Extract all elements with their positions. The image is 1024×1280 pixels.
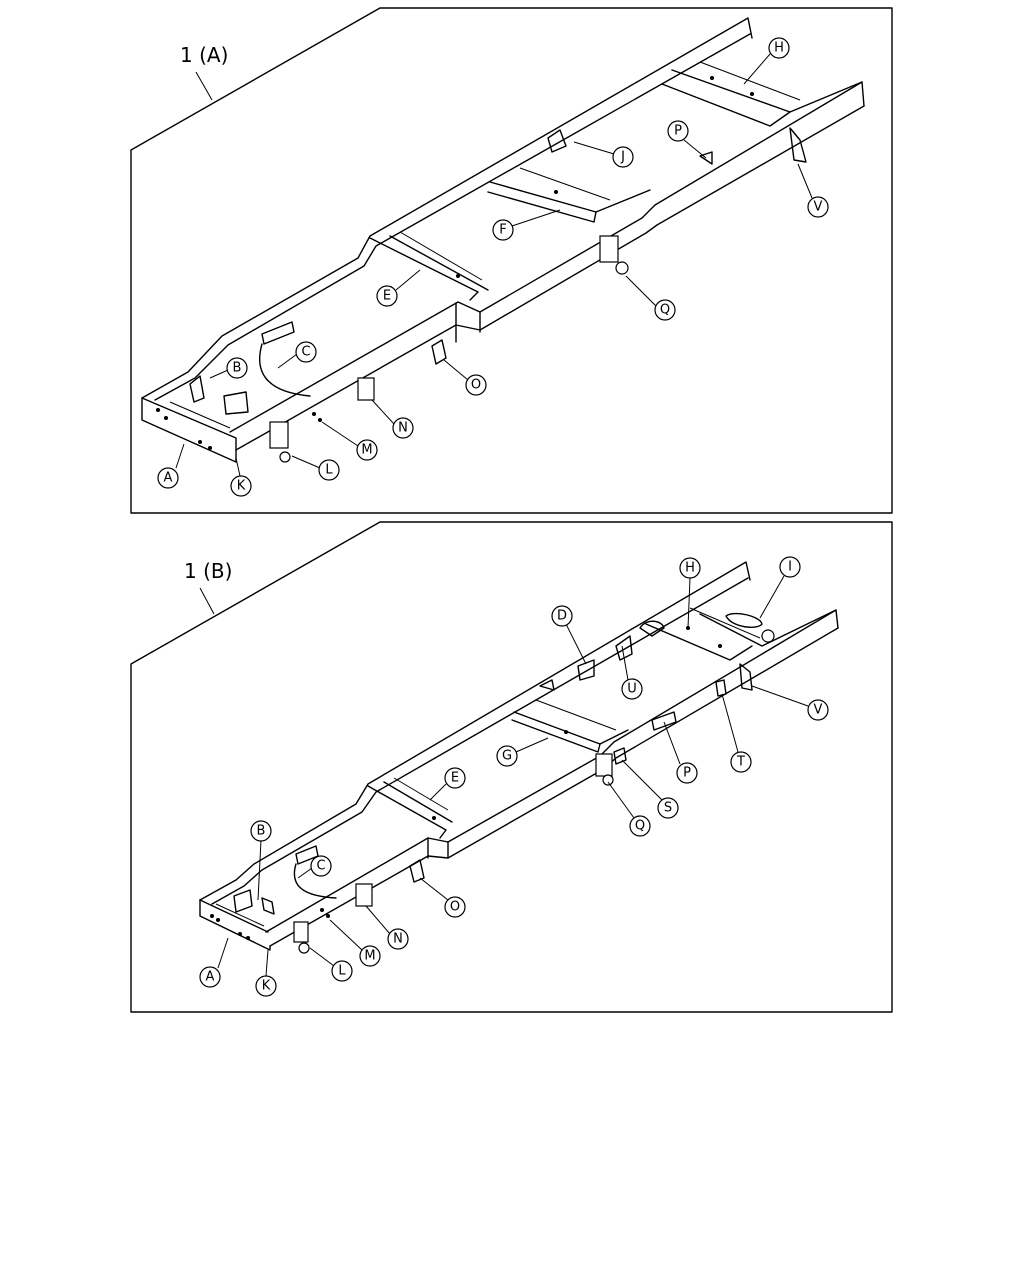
svg-text:C: C <box>316 859 325 874</box>
callout-b-C: C <box>310 855 332 877</box>
panel-a-title-leader <box>195 71 213 101</box>
panel-b: 1 (B) <box>130 521 893 1013</box>
svg-text:B: B <box>233 361 242 376</box>
svg-text:E: E <box>451 771 459 786</box>
callout-b-L: L <box>331 960 353 982</box>
svg-text:A: A <box>164 471 173 486</box>
svg-text:H: H <box>774 41 784 56</box>
svg-text:S: S <box>664 801 672 816</box>
callout-b-I: I <box>779 556 801 578</box>
callout-a-M: M <box>356 439 378 461</box>
svg-text:C: C <box>301 345 310 360</box>
svg-text:K: K <box>262 979 271 994</box>
callout-a-B: B <box>226 357 248 379</box>
svg-text:P: P <box>683 766 691 781</box>
svg-text:H: H <box>685 561 695 576</box>
callout-a-E: E <box>376 285 398 307</box>
panel-a-title: 1 (A) <box>180 43 228 67</box>
svg-text:E: E <box>383 289 391 304</box>
callout-a-P: P <box>667 120 689 142</box>
callout-a-F: F <box>492 219 514 241</box>
svg-text:N: N <box>393 932 403 947</box>
callout-a-N: N <box>392 417 414 439</box>
callout-b-K: K <box>255 975 277 997</box>
svg-text:L: L <box>338 964 346 979</box>
svg-text:V: V <box>814 703 823 718</box>
callout-b-V: V <box>807 699 829 721</box>
panel-b-title: 1 (B) <box>184 559 232 583</box>
callout-b-B: B <box>250 820 272 842</box>
panel-b-title-leader <box>199 587 215 615</box>
svg-text:M: M <box>364 949 375 964</box>
svg-text:O: O <box>450 900 460 915</box>
svg-text:U: U <box>627 682 637 697</box>
svg-text:N: N <box>398 421 408 436</box>
svg-text:M: M <box>361 443 372 458</box>
callout-a-C: C <box>295 341 317 363</box>
svg-text:I: I <box>788 560 792 575</box>
svg-text:K: K <box>237 479 246 494</box>
svg-text:P: P <box>674 124 682 139</box>
callout-b-S: S <box>657 797 679 819</box>
callout-a-K: K <box>230 475 252 497</box>
callout-b-E: E <box>444 767 466 789</box>
callout-b-Q: Q <box>629 815 651 837</box>
callout-b-M: M <box>359 945 381 967</box>
callout-a-A: A <box>157 467 179 489</box>
svg-text:Q: Q <box>660 303 670 318</box>
callout-b-U: U <box>621 678 643 700</box>
callout-b-N: N <box>387 928 409 950</box>
svg-text:B: B <box>257 824 266 839</box>
panel-b-border <box>130 521 893 1013</box>
callout-b-H: H <box>679 557 701 579</box>
callout-b-A: A <box>199 966 221 988</box>
callout-a-L: L <box>318 459 340 481</box>
svg-text:F: F <box>499 223 506 238</box>
frame-b <box>199 561 839 954</box>
svg-text:V: V <box>814 200 823 215</box>
svg-text:L: L <box>325 463 333 478</box>
callout-b-G: G <box>496 745 518 767</box>
callout-b-T: T <box>730 751 752 773</box>
callout-a-H: H <box>768 37 790 59</box>
panel-a: 1 (A) <box>130 7 893 514</box>
svg-text:J: J <box>620 150 625 165</box>
svg-text:A: A <box>206 970 215 985</box>
callout-a-J: J <box>612 146 634 168</box>
panel-b-callouts: A B C D E G H I K L M N O <box>199 556 829 997</box>
panel-a-border <box>130 7 893 514</box>
callout-b-D: D <box>551 605 573 627</box>
svg-text:G: G <box>502 749 512 764</box>
svg-text:Q: Q <box>635 819 645 834</box>
callout-b-O: O <box>444 896 466 918</box>
svg-text:O: O <box>471 378 481 393</box>
callout-a-Q: Q <box>654 299 676 321</box>
frame-a <box>141 17 865 463</box>
callout-a-O: O <box>465 374 487 396</box>
callout-b-P: P <box>676 762 698 784</box>
callout-a-V: V <box>807 196 829 218</box>
panel-a-callouts: A B C E F H J K L M N O P <box>157 37 829 497</box>
svg-text:D: D <box>557 609 567 624</box>
svg-text:T: T <box>736 755 745 770</box>
